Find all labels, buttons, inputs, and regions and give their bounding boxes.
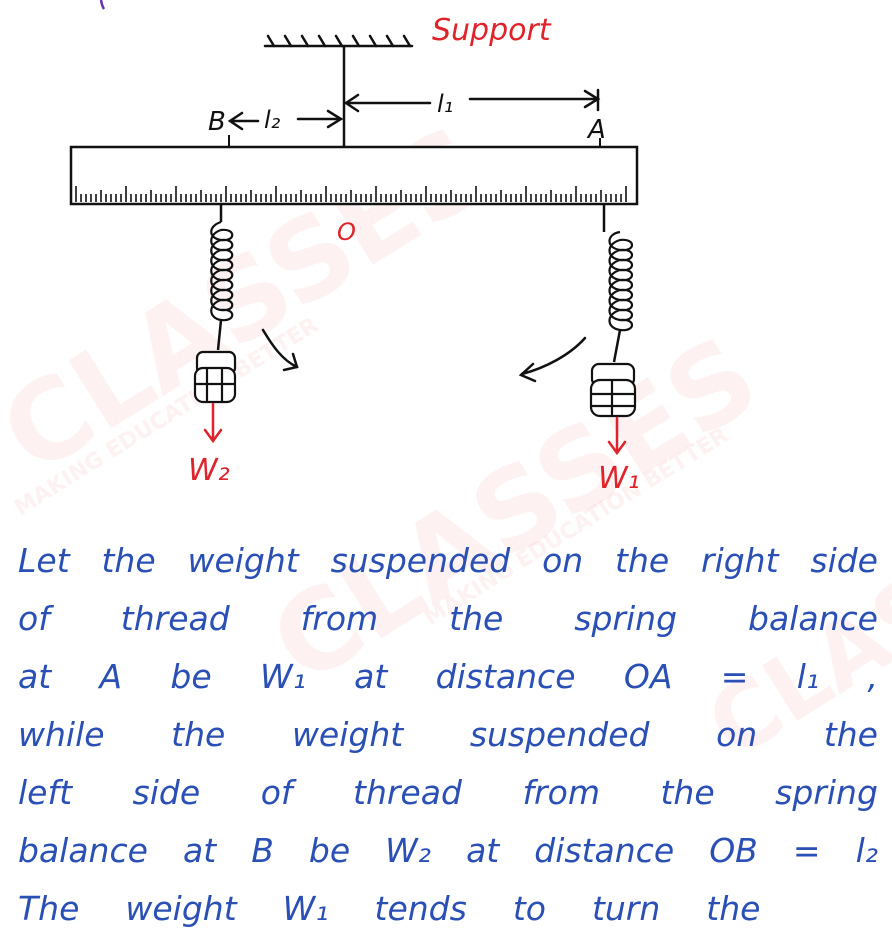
text-word: thread [120, 599, 230, 638]
text-word: = [720, 657, 749, 696]
text-word: suspended [469, 715, 650, 754]
text-word: to [512, 889, 546, 928]
text-word: side [810, 541, 878, 580]
text-word: thread [353, 773, 462, 812]
text-word: balance [748, 599, 878, 638]
l1-label: l₁ [437, 90, 453, 118]
left-spring [210, 220, 234, 322]
text-word: turn [591, 889, 661, 928]
text-word: the [449, 599, 504, 638]
text-word: of [18, 599, 50, 638]
text-word: on [716, 715, 758, 754]
text-line: of thread from the spring balance [18, 590, 878, 648]
left-weight [193, 350, 237, 404]
text-word: l₁ [796, 657, 820, 696]
text-word: at [18, 657, 52, 696]
l2-dimension-arrow [227, 109, 344, 131]
text-word: = [792, 831, 821, 870]
text-word: distance [534, 831, 675, 870]
text-word: while [18, 715, 105, 754]
text-word: from [522, 773, 600, 812]
text-word: right [701, 541, 779, 580]
text-word: on [542, 541, 584, 580]
origin-label: O [337, 218, 356, 246]
text-word: OA [623, 657, 673, 696]
text-word: W₂ [385, 831, 432, 870]
text-word: the [706, 889, 761, 928]
text-word: side [132, 773, 201, 812]
text-word: balance [18, 831, 148, 870]
text-word: suspended [330, 541, 511, 580]
text-word: left [18, 773, 73, 812]
text-word: W₁ [282, 889, 329, 928]
lever-diagram: Support B l₂ l₁ A O W₂ [69, 0, 640, 496]
text-word: spring [775, 773, 878, 812]
text-word: at [182, 831, 217, 870]
left-thread-lower [216, 319, 223, 351]
text-word: be [308, 831, 351, 870]
text-word: The [18, 889, 80, 928]
right-thread-lower [612, 329, 622, 363]
text-word: distance [435, 657, 576, 696]
text-line: The weight W₁ tends to turn the [18, 880, 878, 938]
left-rotation-arrow [261, 328, 299, 372]
text-word: the [823, 715, 878, 754]
w2-label: W₂ [188, 453, 230, 488]
text-word: the [101, 541, 156, 580]
l1-dimension-arrow [343, 88, 601, 113]
text-word: weight [187, 541, 299, 580]
text-word: OB [709, 831, 758, 870]
text-word: from [300, 599, 379, 638]
l2-label: l₂ [264, 106, 281, 134]
text-word: at [466, 831, 500, 870]
text-line: while the weight suspended on the [18, 706, 878, 764]
text-word: Let [18, 541, 70, 580]
text-word: W₁ [259, 657, 306, 696]
text-word: l₂ [855, 831, 878, 870]
text-word: the [660, 773, 715, 812]
text-word: at [354, 657, 388, 696]
text-word: the [615, 541, 670, 580]
text-word: be [170, 657, 212, 696]
w1-force-arrow [607, 416, 627, 456]
rod-scale-ticks [75, 186, 627, 202]
right-weight [589, 362, 637, 418]
text-word: weight [291, 715, 404, 754]
ceiling-support [263, 34, 414, 48]
stray-mark [99, 0, 106, 10]
text-word: , [867, 657, 878, 696]
w2-force-arrow [203, 402, 223, 444]
text-word: B [251, 831, 274, 870]
text-word: tends [374, 889, 467, 928]
text-word: of [260, 773, 293, 812]
text-word: the [171, 715, 226, 754]
text-word: A [99, 657, 123, 696]
point-a-label: A [586, 115, 606, 145]
support-label: Support [432, 13, 552, 48]
w1-label: W₁ [598, 461, 640, 496]
text-line: left side of thread from the spring [18, 764, 878, 822]
text-word: weight [125, 889, 237, 928]
point-b-label: B [208, 107, 226, 137]
text-word: spring [574, 599, 678, 638]
right-rotation-arrow [518, 336, 587, 383]
right-spring [608, 230, 634, 332]
